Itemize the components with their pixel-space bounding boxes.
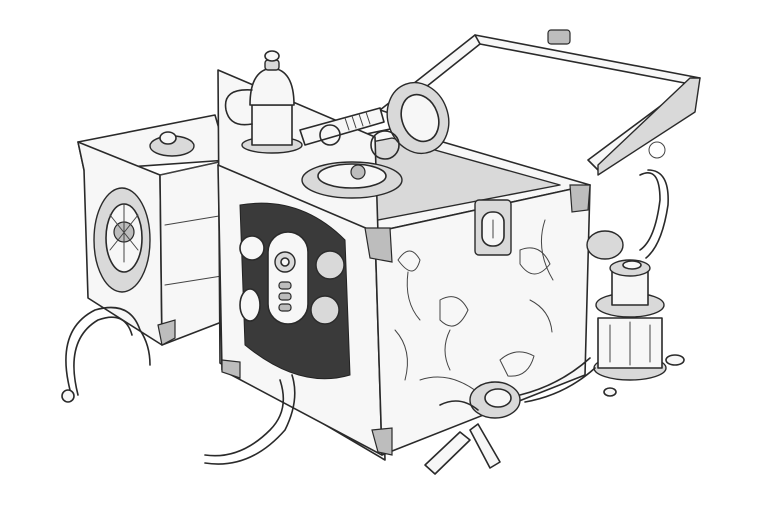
lantern: [586, 230, 685, 397]
key: [299, 81, 450, 160]
inner-mechanism: [239, 231, 345, 325]
main-chest: [217, 69, 591, 461]
canister: [224, 50, 303, 154]
tubes: [61, 169, 669, 475]
left-cabinet: [77, 114, 233, 346]
open-lid: [379, 29, 701, 176]
